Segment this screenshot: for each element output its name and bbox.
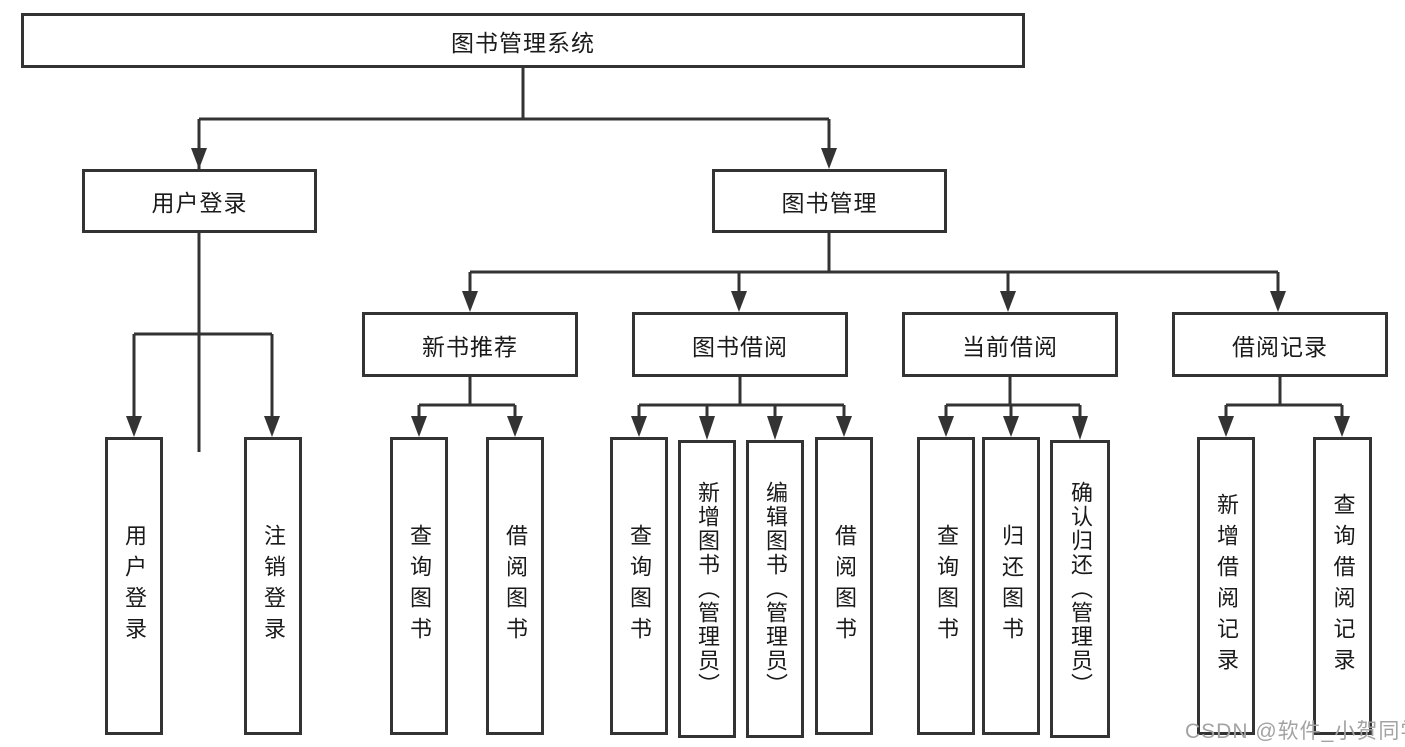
leaf-recommend-query-books: 查询图书 bbox=[390, 437, 448, 735]
leaf-user-login: 用户登录 bbox=[105, 437, 163, 735]
leaf-borrow-edit-books-admin: 编辑图书（管理员） bbox=[746, 440, 804, 738]
node-root-label: 图书管理系统 bbox=[451, 29, 595, 56]
leaf-borrow-borrow-books: 借阅图书 bbox=[815, 437, 873, 735]
leaf-current-return-books: 归还图书 bbox=[982, 437, 1040, 735]
leaf-record-query-borrow-record-label: 查询借阅记录 bbox=[1330, 493, 1356, 679]
leaf-current-query-books-label: 查询图书 bbox=[934, 524, 959, 648]
node-new-book-recommend-label: 新书推荐 bbox=[422, 333, 518, 360]
leaf-current-query-books: 查询图书 bbox=[917, 437, 975, 735]
leaf-record-add-borrow-record: 新增借阅记录 bbox=[1197, 437, 1255, 735]
leaf-logout-label: 注销登录 bbox=[261, 524, 286, 648]
leaf-record-add-borrow-record-label: 新增借阅记录 bbox=[1214, 493, 1239, 679]
leaf-borrow-query-books: 查询图书 bbox=[610, 437, 668, 735]
node-book-borrow: 图书借阅 bbox=[632, 312, 848, 377]
leaf-recommend-borrow-books-label: 借阅图书 bbox=[503, 524, 528, 648]
arrowheads bbox=[126, 148, 1350, 440]
leaf-borrow-add-books-admin: 新增图书（管理员） bbox=[678, 440, 736, 738]
node-current-borrow-label: 当前借阅 bbox=[962, 333, 1058, 360]
leaf-borrow-edit-books-admin-label: 编辑图书（管理员） bbox=[763, 481, 788, 697]
leaf-recommend-query-books-label: 查询图书 bbox=[407, 524, 432, 648]
node-user-login: 用户登录 bbox=[82, 169, 317, 233]
leaf-user-login-label: 用户登录 bbox=[122, 524, 147, 648]
node-book-borrow-label: 图书借阅 bbox=[692, 333, 788, 360]
node-borrow-records: 借阅记录 bbox=[1172, 312, 1388, 377]
leaf-current-confirm-return-admin: 确认归还（管理员） bbox=[1050, 440, 1110, 738]
node-current-borrow: 当前借阅 bbox=[902, 312, 1118, 377]
node-user-login-label: 用户登录 bbox=[151, 190, 248, 216]
leaf-current-return-books-label: 归还图书 bbox=[999, 524, 1024, 648]
leaf-recommend-borrow-books: 借阅图书 bbox=[486, 437, 544, 735]
leaf-borrow-query-books-label: 查询图书 bbox=[627, 524, 652, 648]
node-book-management-label: 图书管理 bbox=[781, 190, 878, 216]
leaf-current-confirm-return-admin-label: 确认归还（管理员） bbox=[1068, 481, 1093, 697]
node-root-system: 图书管理系统 bbox=[21, 13, 1025, 68]
node-book-management: 图书管理 bbox=[712, 169, 947, 233]
node-new-book-recommend: 新书推荐 bbox=[362, 312, 578, 377]
csdn-watermark: CSDN @软件_小贺同学 bbox=[1185, 720, 1405, 743]
leaf-record-query-borrow-record: 查询借阅记录 bbox=[1313, 437, 1372, 735]
node-borrow-records-label: 借阅记录 bbox=[1232, 333, 1328, 360]
leaf-borrow-add-books-admin-label: 新增图书（管理员） bbox=[695, 481, 720, 697]
leaf-borrow-borrow-books-label: 借阅图书 bbox=[832, 524, 857, 648]
leaf-logout: 注销登录 bbox=[244, 437, 302, 735]
